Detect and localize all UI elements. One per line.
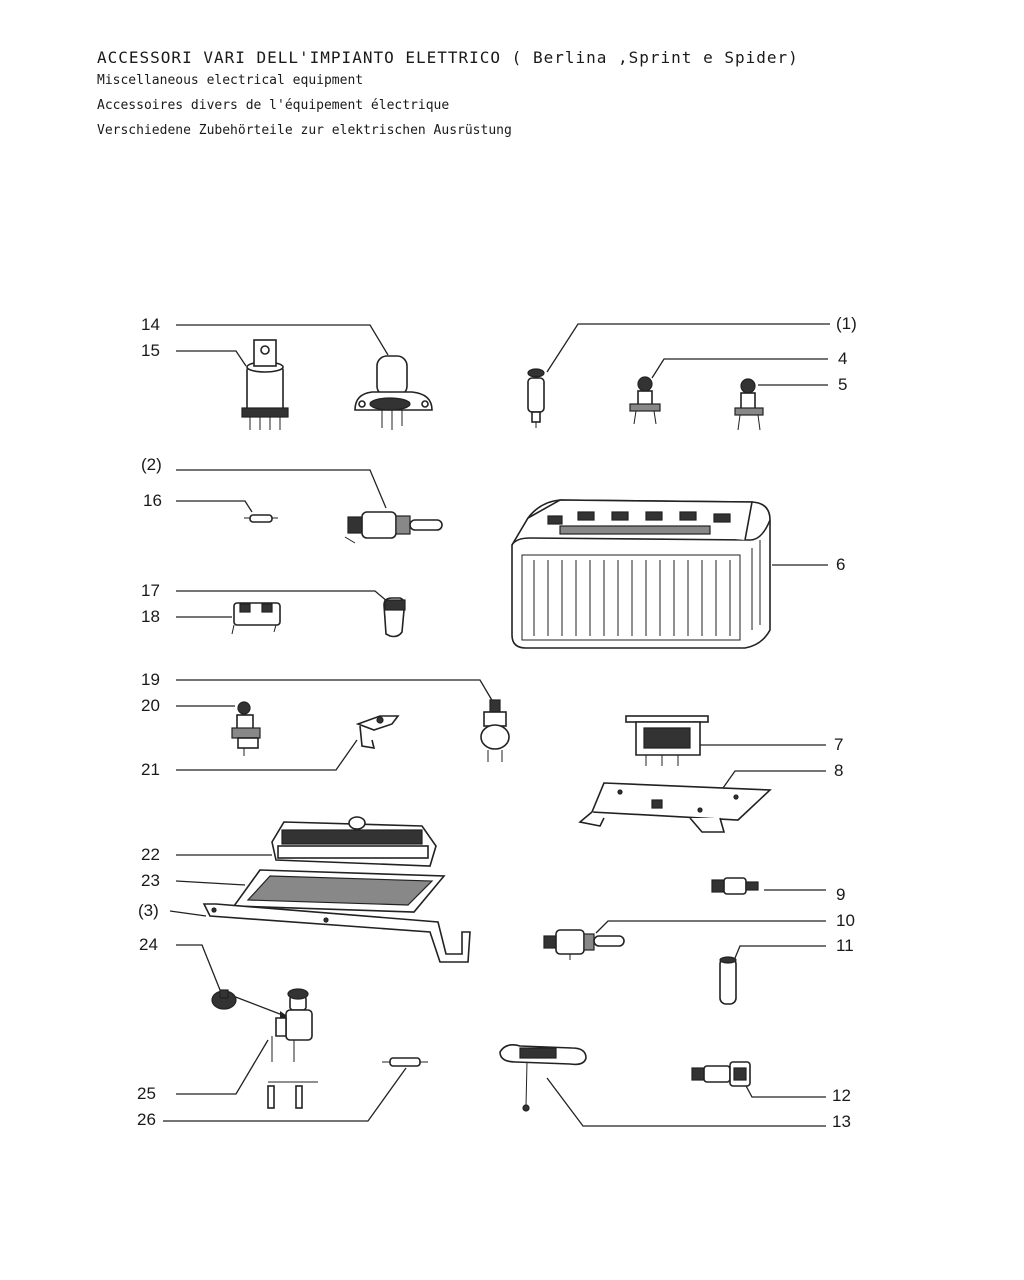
callout-22: 22 <box>141 845 160 864</box>
part-7-voltage-regulator <box>625 715 709 766</box>
part-8-mounting-plate <box>578 782 772 833</box>
part-13-lamp <box>499 1044 587 1112</box>
callout-1: (1) <box>836 314 857 333</box>
part-21-bracket <box>355 715 400 749</box>
leader-23 <box>175 880 246 886</box>
callout-26: 26 <box>137 1110 156 1129</box>
part-1-push-switch <box>527 368 545 428</box>
leader-12 <box>744 1083 826 1098</box>
part-6-battery <box>511 499 771 649</box>
battery-cell-caps <box>547 511 731 535</box>
leader-25 <box>176 1039 269 1095</box>
leader-19 <box>176 679 494 703</box>
callout-2: (2) <box>141 455 162 474</box>
callout-13: 13 <box>832 1112 851 1131</box>
callout-23: 23 <box>141 871 160 890</box>
part-14-relay <box>354 355 433 430</box>
callout-17: 17 <box>141 581 160 600</box>
callout-11: 11 <box>836 936 854 955</box>
leader-4 <box>651 358 828 379</box>
callout-7: 7 <box>834 735 843 754</box>
part-15-flasher-unit <box>241 339 289 430</box>
part-12-socket <box>691 1061 751 1087</box>
part-16-fuse <box>244 514 278 523</box>
callout-15: 15 <box>141 341 160 360</box>
leader-10 <box>595 920 826 934</box>
leader-13 <box>546 1077 826 1127</box>
leader-2 <box>176 469 387 509</box>
callout-24: 24 <box>139 935 158 954</box>
leader-1 <box>546 323 830 373</box>
leader-15 <box>176 350 247 367</box>
callout-20: 20 <box>141 696 160 715</box>
leader-16 <box>176 500 253 513</box>
battery-grille <box>533 540 761 636</box>
leader-lines <box>163 323 830 1127</box>
leader-8 <box>722 770 826 789</box>
part-9-connector <box>711 877 759 895</box>
part-4-switch <box>629 376 661 425</box>
leader-17 <box>176 590 389 603</box>
leader-24-arrow <box>232 995 286 1017</box>
part-17-cap <box>383 597 406 638</box>
subtitle-french: Accessoires divers de l'équipement élect… <box>97 98 450 113</box>
callout-8: 8 <box>834 761 843 780</box>
callout-6: 6 <box>836 555 845 574</box>
callout-12: 12 <box>832 1086 851 1105</box>
part-19-rotary-switch <box>480 699 510 762</box>
leader-21 <box>176 739 358 771</box>
leader-14 <box>176 324 389 356</box>
part-11-cylinder <box>719 956 737 1005</box>
part-23-fuse-board <box>232 869 446 913</box>
part-26-fuse <box>382 1057 428 1067</box>
part-20-switch <box>231 701 261 756</box>
leader-26 <box>163 1067 407 1122</box>
part-5-switch <box>734 378 764 431</box>
part-22-fuse-box-cover <box>271 816 437 867</box>
part-24-knob <box>211 989 237 1010</box>
callout-25: 25 <box>137 1084 156 1103</box>
part-2-ignition-switch <box>344 511 443 544</box>
callout-9: 9 <box>836 885 845 904</box>
part-3-support-bracket <box>202 903 471 963</box>
subtitle-english: Miscellaneous electrical equipment <box>97 73 364 88</box>
part-10-switch <box>543 929 625 960</box>
callout-14: 14 <box>141 315 160 334</box>
leader-11 <box>734 945 826 959</box>
page-title: ACCESSORI VARI DELL'IMPIANTO ELETTRICO (… <box>97 48 799 67</box>
callout-21: 21 <box>141 760 160 779</box>
callout-18: 18 <box>141 607 160 626</box>
callout-19: 19 <box>141 670 160 689</box>
part-25-socket-assembly <box>267 988 318 1109</box>
callout-10: 10 <box>836 911 855 930</box>
callout-4: 4 <box>838 349 847 368</box>
leader-24 <box>176 944 221 991</box>
subtitle-german: Verschiedene Zubehörteile zur elektrisch… <box>97 123 512 138</box>
callout-3: (3) <box>138 901 159 920</box>
leader-3 <box>169 910 207 917</box>
callout-16: 16 <box>143 491 162 510</box>
part-18-terminal-block <box>231 602 281 635</box>
callout-5: 5 <box>838 375 847 394</box>
page-header: ACCESSORI VARI DELL'IMPIANTO ELETTRICO (… <box>97 48 977 146</box>
